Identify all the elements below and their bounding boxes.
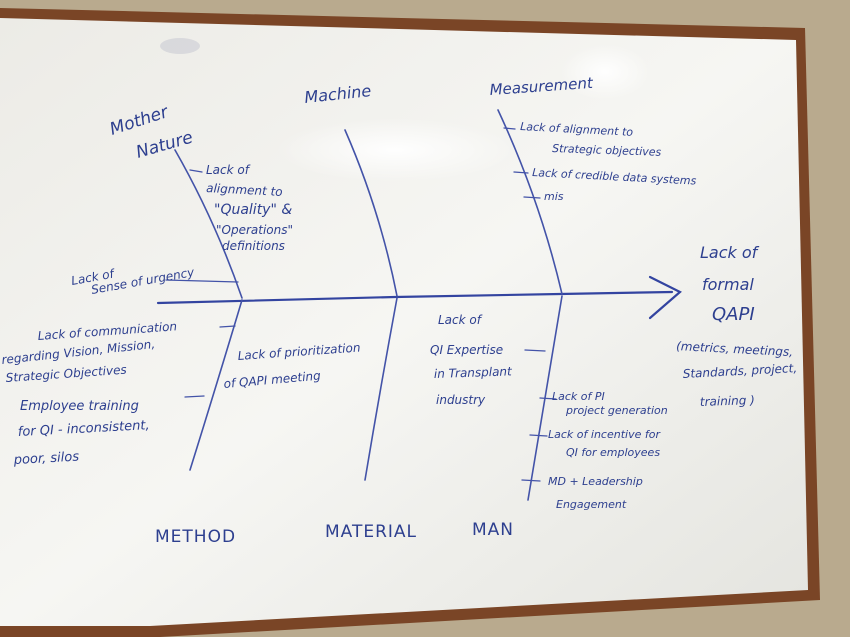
bone-measurement bbox=[497, 109, 563, 295]
tick bbox=[513, 171, 529, 174]
svg-text:QI Expertise: QI Expertise bbox=[430, 343, 503, 357]
bone-man bbox=[527, 295, 563, 501]
svg-text:Lack of alignment to: Lack of alignment to bbox=[520, 120, 634, 139]
tick bbox=[523, 196, 541, 199]
svg-text:Lack of: Lack of bbox=[206, 163, 251, 177]
svg-text:Engagement: Engagement bbox=[556, 498, 627, 511]
cause-qi-expertise: Lack of QI Expertise in Transplant indus… bbox=[430, 313, 513, 407]
bone-mother-nature bbox=[174, 149, 243, 299]
cause-mis: mis bbox=[544, 190, 564, 203]
cause-strategic-alignment: Lack of alignment to Strategic objective… bbox=[520, 120, 662, 159]
label-method: METHOD bbox=[155, 527, 236, 547]
svg-text:alignment to: alignment to bbox=[206, 181, 283, 199]
svg-text:QAPI: QAPI bbox=[712, 304, 755, 325]
svg-text:"Quality" &: "Quality" & bbox=[214, 202, 292, 218]
effect-text: Lack of formal QAPI bbox=[700, 243, 760, 325]
bone-material bbox=[364, 297, 398, 481]
svg-text:(metrics, meetings,: (metrics, meetings, bbox=[676, 339, 794, 359]
effect-details: (metrics, meetings, Standards, project, … bbox=[676, 339, 798, 409]
tick bbox=[165, 279, 239, 283]
svg-text:"Operations": "Operations" bbox=[216, 223, 293, 237]
tick bbox=[184, 395, 205, 398]
spine-arrowhead bbox=[648, 275, 682, 320]
svg-text:Lack of: Lack of bbox=[438, 313, 483, 327]
svg-text:training ): training ) bbox=[700, 393, 755, 409]
label-material: MATERIAL bbox=[325, 522, 417, 542]
svg-text:for QI - inconsistent,: for QI - inconsistent, bbox=[17, 418, 150, 440]
tick bbox=[529, 434, 548, 437]
fishbone-spine bbox=[156, 290, 674, 305]
light-glare-2 bbox=[560, 44, 650, 100]
label-man: MAN bbox=[472, 520, 514, 540]
svg-text:Strategic objectives: Strategic objectives bbox=[552, 142, 662, 159]
svg-text:Lack of incentive for: Lack of incentive for bbox=[548, 428, 661, 441]
svg-text:project generation: project generation bbox=[565, 404, 668, 417]
tick bbox=[189, 169, 203, 173]
svg-text:in Transplant: in Transplant bbox=[434, 364, 514, 381]
svg-text:formal: formal bbox=[702, 275, 754, 294]
light-glare bbox=[275, 118, 515, 182]
svg-text:Lack of PI: Lack of PI bbox=[552, 390, 605, 403]
tick bbox=[219, 325, 236, 328]
svg-text:QI for employees: QI for employees bbox=[566, 446, 660, 459]
svg-text:MD + Leadership: MD + Leadership bbox=[548, 475, 643, 488]
tick bbox=[521, 479, 541, 482]
cause-alignment-quality: Lack of alignment to "Quality" & "Operat… bbox=[206, 163, 293, 253]
tick bbox=[539, 397, 557, 400]
svg-text:Lack of: Lack of bbox=[700, 243, 760, 262]
svg-text:definitions: definitions bbox=[222, 239, 285, 253]
tick bbox=[503, 127, 516, 130]
bone-machine bbox=[344, 129, 398, 297]
cause-pi-project: Lack of PI project generation bbox=[552, 390, 668, 417]
eraser-smudge bbox=[160, 38, 200, 54]
cause-incentive: Lack of incentive for QI for employees bbox=[548, 428, 661, 459]
svg-text:Standards, project,: Standards, project, bbox=[682, 361, 797, 381]
svg-text:poor, silos: poor, silos bbox=[12, 450, 79, 468]
bone-method bbox=[189, 299, 243, 471]
svg-text:industry: industry bbox=[436, 393, 486, 407]
tick bbox=[524, 349, 546, 352]
cause-md-leadership: MD + Leadership Engagement bbox=[548, 475, 643, 511]
board-surface bbox=[0, 18, 808, 626]
svg-text:Employee training: Employee training bbox=[20, 399, 139, 414]
